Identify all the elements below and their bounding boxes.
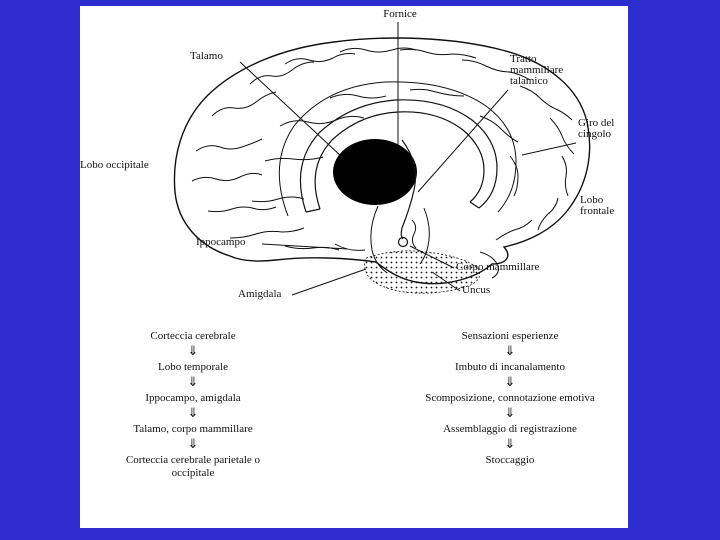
flow-step: Sensazioni esperienze: [461, 330, 559, 342]
leader-lines: [239, 22, 577, 296]
flow-step: Lobo temporale: [158, 361, 228, 373]
brain-figure-svg: [173, 22, 591, 296]
label-lobo-frontale: Lobo frontale: [580, 194, 615, 217]
flow-step: Stoccaggio: [485, 454, 535, 466]
down-double-arrow-icon: ⇓: [504, 344, 516, 359]
flowchart-memory-pathway: Corteccia cerebrale ⇓ Lobo temporale ⇓ I…: [98, 328, 288, 482]
flow-step: Imbuto di incanalamento: [455, 361, 565, 373]
down-double-arrow-icon: ⇓: [187, 375, 199, 390]
down-double-arrow-icon: ⇓: [187, 344, 199, 359]
flow-step: Corteccia cerebrale parietale o occipita…: [125, 454, 261, 479]
temporal-stipple: [364, 250, 481, 294]
flow-step: Assemblaggio di registrazione: [443, 423, 577, 435]
down-double-arrow-icon: ⇓: [504, 437, 516, 452]
down-double-arrow-icon: ⇓: [504, 406, 516, 421]
fornix-tract: [400, 139, 417, 240]
leader-talamo: [239, 61, 343, 158]
label-amigdala: Amigdala: [238, 288, 282, 300]
down-double-arrow-icon: ⇓: [187, 406, 199, 421]
flow-step: Corteccia cerebrale: [150, 330, 236, 342]
label-corpo-mammillare: Corpo mammillare: [456, 261, 540, 273]
leader-amigdala: [291, 268, 367, 296]
flow-step: Ippocampo, amigdala: [145, 392, 241, 404]
flow-step: Scomposizione, connotazione emotiva: [425, 392, 595, 404]
corpus-callosum: [299, 99, 498, 213]
gyri-squiggles: [191, 47, 575, 251]
leader-giro: [521, 142, 577, 156]
flow-step: Talamo, corpo mammillare: [133, 423, 253, 435]
content-panel: Fornice Talamo Tratto mammillare talamic…: [80, 6, 628, 528]
cingulate-sulcus: [278, 81, 517, 217]
down-double-arrow-icon: ⇓: [504, 375, 516, 390]
leader-ippocampo: [261, 243, 349, 250]
leader-tratto: [417, 89, 509, 193]
label-fornice: Fornice: [383, 8, 417, 20]
leader-uncus: [431, 271, 461, 292]
down-double-arrow-icon: ⇓: [187, 437, 199, 452]
label-lobo-occipitale: Lobo occipitale: [80, 159, 149, 171]
label-giro-del-cingolo: Giro del cingolo: [578, 117, 615, 140]
label-talamo: Talamo: [190, 50, 223, 62]
brain-diagram: Fornice Talamo Tratto mammillare talamic…: [80, 6, 628, 322]
thalamus-blob: [333, 139, 417, 205]
mammillary-body: [397, 236, 409, 248]
leader-corpo-mammillare: [409, 245, 455, 269]
label-ippocampo: Ippocampo: [196, 236, 246, 248]
label-tratto-mammillare-talamico: Tratto mammillare talamico: [510, 53, 564, 87]
label-uncus: Uncus: [462, 284, 491, 296]
flowchart-processing-stages: Sensazioni esperienze ⇓ Imbuto di incana…: [395, 328, 625, 469]
